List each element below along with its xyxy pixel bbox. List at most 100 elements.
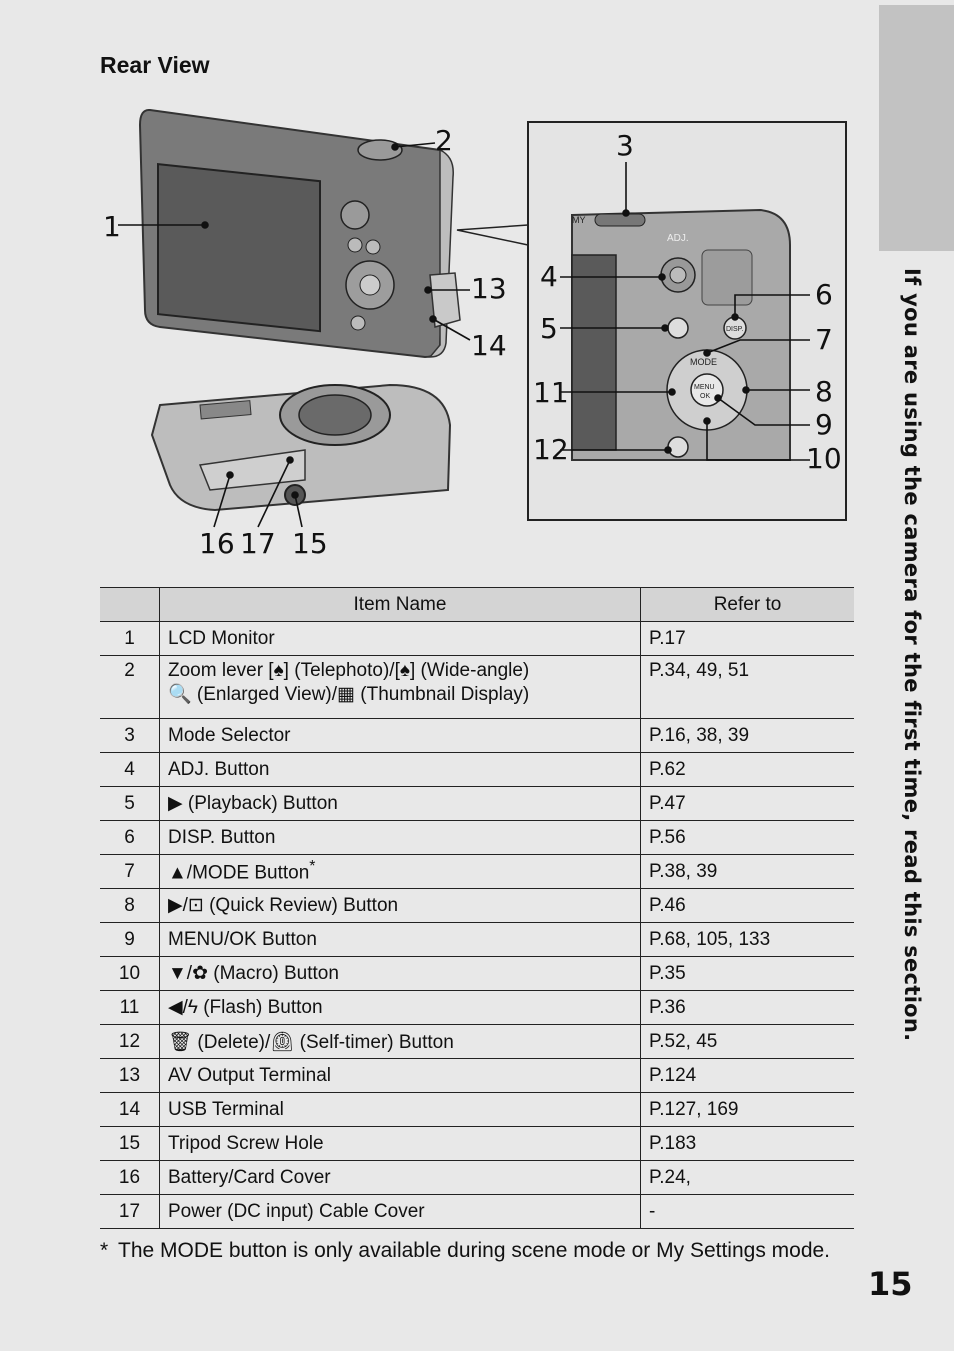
row-number: 12 bbox=[100, 1024, 160, 1059]
row-number: 6 bbox=[100, 820, 160, 855]
row-number: 13 bbox=[100, 1058, 160, 1093]
row-reference: P.52, 45 bbox=[640, 1024, 854, 1059]
row-number: 11 bbox=[100, 990, 160, 1025]
table-row: 2 Zoom lever [♠] (Telephoto)/[♠] (Wide-an… bbox=[100, 655, 854, 719]
callout-5: 5 bbox=[540, 312, 558, 345]
header-refer-to: Refer to bbox=[640, 587, 854, 622]
row-number: 8 bbox=[100, 888, 160, 923]
camera-rear-drawing bbox=[138, 108, 461, 359]
row-number: 4 bbox=[100, 752, 160, 787]
row-item-name: ▶/⊡ (Quick Review) Button bbox=[159, 888, 641, 923]
callout-12: 12 bbox=[533, 433, 569, 466]
row-item-name: Tripod Screw Hole bbox=[159, 1126, 641, 1161]
row-reference: - bbox=[640, 1194, 854, 1229]
row-number: 15 bbox=[100, 1126, 160, 1161]
header-item-name: Item Name bbox=[159, 587, 641, 622]
menu-label: MENU bbox=[694, 384, 715, 391]
row-reference: P.34, 49, 51 bbox=[640, 655, 854, 719]
row-item-name: ▲/MODE Button* bbox=[159, 854, 641, 889]
camera-bottom-drawing bbox=[150, 383, 452, 512]
row-reference: P.38, 39 bbox=[640, 854, 854, 889]
leader-lines bbox=[118, 142, 810, 528]
row-item-name: DISP. Button bbox=[159, 820, 641, 855]
row-item-name: Battery/Card Cover bbox=[159, 1160, 641, 1195]
adj-label: ADJ. bbox=[667, 233, 689, 244]
callout-16: 16 bbox=[199, 527, 235, 560]
row-reference: P.36 bbox=[640, 990, 854, 1025]
callout-1: 1 bbox=[103, 210, 121, 243]
row-reference: P.62 bbox=[640, 752, 854, 787]
row-item-name-line2: 🔍 (Enlarged View)/▦ (Thumbnail Display) bbox=[168, 684, 530, 705]
page-number: 15 bbox=[868, 1265, 913, 1303]
row-item-name: Zoom lever [♠] (Telephoto)/[♠] (Wide-ang… bbox=[159, 655, 641, 719]
callout-9: 9 bbox=[815, 408, 833, 441]
row-number: 5 bbox=[100, 786, 160, 821]
row-reference: P.68, 105, 133 bbox=[640, 922, 854, 957]
row-item-name: 🗑 (Delete)/⏲ (Self-timer) Button bbox=[159, 1024, 641, 1059]
row-item-name: Mode Selector bbox=[159, 718, 641, 753]
row-item-name: MENU/OK Button bbox=[159, 922, 641, 957]
row-reference: P.124 bbox=[640, 1058, 854, 1093]
callout-2: 2 bbox=[435, 124, 453, 157]
row-number: 9 bbox=[100, 922, 160, 957]
row-item-name: Power (DC input) Cable Cover bbox=[159, 1194, 641, 1229]
row-item-name: ▶ (Playback) Button bbox=[159, 786, 641, 821]
row-number: 16 bbox=[100, 1160, 160, 1195]
footnote: * The MODE button is only available duri… bbox=[100, 1238, 840, 1264]
callout-7: 7 bbox=[815, 323, 833, 356]
callout-17: 17 bbox=[240, 527, 276, 560]
callout-11: 11 bbox=[533, 376, 569, 409]
header-number bbox=[100, 587, 160, 622]
table-header-row: Item Name Refer to bbox=[100, 587, 854, 622]
camera-detail-drawing bbox=[571, 208, 791, 461]
row-reference: P.47 bbox=[640, 786, 854, 821]
callout-10: 10 bbox=[806, 442, 842, 475]
table-row: 7▲/MODE Button*P.38, 39 bbox=[100, 854, 854, 889]
row-number: 3 bbox=[100, 718, 160, 753]
footnote-mark: * bbox=[100, 1239, 109, 1262]
row-item-name: ◀/ϟ (Flash) Button bbox=[159, 990, 641, 1025]
row-number: 7 bbox=[100, 854, 160, 889]
callout-8: 8 bbox=[815, 375, 833, 408]
page-heading: Rear View bbox=[100, 52, 210, 78]
row-number: 2 bbox=[100, 655, 160, 719]
section-tab bbox=[879, 5, 954, 251]
ok-label: OK bbox=[700, 393, 710, 400]
row-reference: P.56 bbox=[640, 820, 854, 855]
row-item-name: ▼/✿ (Macro) Button bbox=[159, 956, 641, 991]
callout-6: 6 bbox=[815, 278, 833, 311]
row-reference: P.127, 169 bbox=[640, 1092, 854, 1127]
row-number: 14 bbox=[100, 1092, 160, 1127]
my-label: MY bbox=[572, 215, 586, 225]
row-number: 10 bbox=[100, 956, 160, 991]
row-item-name-line1: Zoom lever [♠] (Telephoto)/[♠] (Wide-ang… bbox=[168, 660, 530, 681]
mode-label: MODE bbox=[690, 357, 717, 367]
row-item-name: AV Output Terminal bbox=[159, 1058, 641, 1093]
row-number: 17 bbox=[100, 1194, 160, 1229]
camera-illustration: ADJ. DISP. MODE MENU OK MY bbox=[118, 108, 847, 528]
row-number: 1 bbox=[100, 621, 160, 656]
row-reference: P.35 bbox=[640, 956, 854, 991]
callout-13: 13 bbox=[471, 272, 507, 305]
callout-15: 15 bbox=[292, 527, 328, 560]
row-item-name: ADJ. Button bbox=[159, 752, 641, 787]
disp-label: DISP. bbox=[726, 326, 743, 333]
callout-4: 4 bbox=[540, 260, 558, 293]
row-reference: P.183 bbox=[640, 1126, 854, 1161]
row-item-name: USB Terminal bbox=[159, 1092, 641, 1127]
footnote-text: The MODE button is only available during… bbox=[118, 1239, 831, 1262]
